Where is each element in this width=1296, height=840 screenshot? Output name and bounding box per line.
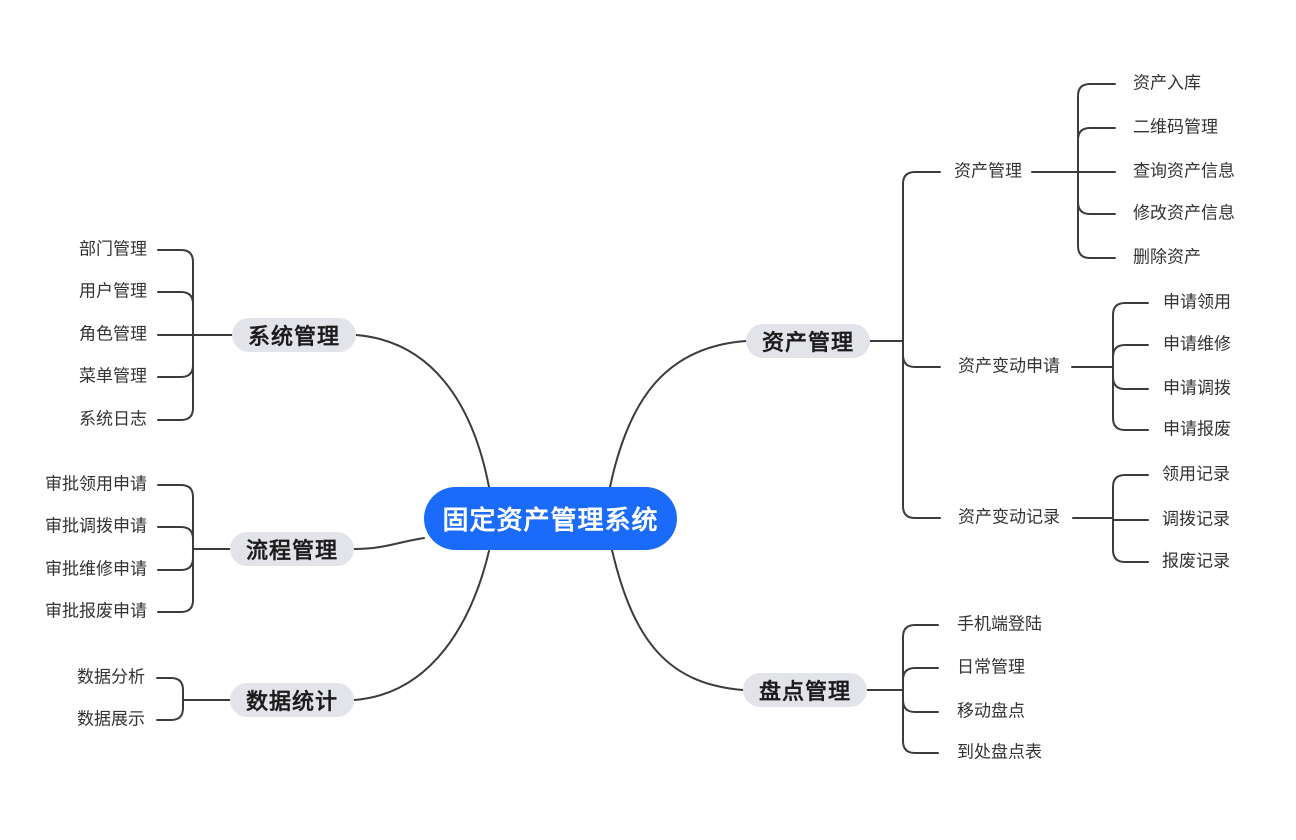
edge: [1077, 245, 1116, 259]
edge: [902, 171, 941, 185]
topic-request-scrap[interactable]: 申请报废: [1163, 419, 1231, 440]
edge: [157, 557, 194, 571]
edge-root-statistics: [353, 550, 490, 701]
topic-transfer-records[interactable]: 调拨记录: [1162, 509, 1230, 530]
branch-asset-management[interactable]: 资产管理: [746, 324, 870, 358]
topic-data-display[interactable]: 数据展示: [77, 709, 145, 730]
edge: [902, 505, 941, 519]
topic-data-analysis[interactable]: 数据分析: [77, 667, 145, 688]
topic-approve-repair-request[interactable]: 审批维修申请: [45, 559, 147, 580]
branch-process-management[interactable]: 流程管理: [230, 532, 354, 566]
topic-asset-inbound[interactable]: 资产入库: [1133, 73, 1201, 94]
edge: [157, 407, 194, 421]
edge-root-process: [353, 537, 425, 550]
subtopic-asset-management[interactable]: 资产管理: [954, 161, 1022, 182]
topic-export-inventory-table[interactable]: 到处盘点表: [957, 742, 1042, 763]
topic-daily-management[interactable]: 日常管理: [957, 657, 1025, 678]
edge: [1077, 201, 1116, 215]
central-topic[interactable]: 固定资产管理系统: [424, 487, 677, 550]
topic-request-transfer[interactable]: 申请调拨: [1163, 378, 1231, 399]
edge-group-asset-management: [869, 171, 941, 519]
edge: [1112, 549, 1149, 563]
edge: [902, 699, 939, 713]
topic-approve-scrap-request[interactable]: 审批报废申请: [45, 601, 147, 622]
topic-department-management[interactable]: 部门管理: [79, 239, 147, 260]
topic-approve-requisition-request[interactable]: 审批领用申请: [45, 474, 147, 495]
edge: [157, 599, 194, 613]
edge: [1077, 127, 1116, 141]
edge-group-process-management: [157, 484, 231, 613]
edge: [1112, 376, 1149, 390]
edge: [157, 291, 194, 305]
subtopic-asset-change-records[interactable]: 资产变动记录: [958, 507, 1060, 528]
edge-group-inventory-management: [866, 624, 939, 754]
edge: [156, 677, 184, 691]
edge: [1112, 302, 1149, 316]
topic-mobile-login[interactable]: 手机端登陆: [957, 614, 1042, 635]
edge-group-asset-change-records: [1072, 474, 1149, 563]
branch-data-statistics[interactable]: 数据统计: [230, 683, 354, 717]
edge: [902, 667, 939, 681]
edge-root-inventory: [611, 549, 744, 691]
edge: [902, 740, 939, 754]
edge-group-asset-change-request: [1071, 302, 1149, 431]
branch-system-management[interactable]: 系统管理: [232, 318, 356, 352]
edge: [902, 354, 941, 368]
topic-delete-asset[interactable]: 删除资产: [1133, 247, 1201, 268]
edge: [1077, 83, 1116, 97]
topic-approve-transfer-request[interactable]: 审批调拨申请: [45, 516, 147, 537]
subtopic-asset-change-request[interactable]: 资产变动申请: [958, 356, 1060, 377]
edge: [1112, 344, 1149, 358]
topic-request-repair[interactable]: 申请维修: [1163, 334, 1231, 355]
edge: [157, 484, 194, 498]
topic-menu-management[interactable]: 菜单管理: [79, 366, 147, 387]
edge-root-system: [355, 334, 490, 488]
edge: [156, 707, 184, 721]
edge: [157, 249, 194, 263]
topic-modify-asset-info[interactable]: 修改资产信息: [1133, 203, 1235, 224]
topic-qrcode-management[interactable]: 二维码管理: [1133, 117, 1218, 138]
topic-mobile-inventory[interactable]: 移动盘点: [957, 701, 1025, 722]
topic-system-log[interactable]: 系统日志: [79, 409, 147, 430]
edge-group-system-management: [157, 249, 233, 421]
branch-inventory-management[interactable]: 盘点管理: [743, 673, 867, 707]
topic-request-requisition[interactable]: 申请领用: [1163, 292, 1231, 313]
edge: [1112, 417, 1149, 431]
topic-role-management[interactable]: 角色管理: [79, 324, 147, 345]
topic-query-asset-info[interactable]: 查询资产信息: [1133, 161, 1235, 182]
edge: [157, 526, 194, 540]
edge-group-data-statistics: [156, 677, 231, 721]
topic-user-management[interactable]: 用户管理: [79, 281, 147, 302]
edge: [157, 364, 194, 378]
edge: [902, 624, 939, 638]
edge-group-asset-submanagement: [1031, 83, 1116, 259]
edge-root-asset: [609, 340, 747, 488]
edge: [1112, 474, 1149, 488]
topic-requisition-records[interactable]: 领用记录: [1162, 464, 1230, 485]
topic-scrap-records[interactable]: 报废记录: [1162, 551, 1230, 572]
edge-group-root: [353, 334, 747, 701]
